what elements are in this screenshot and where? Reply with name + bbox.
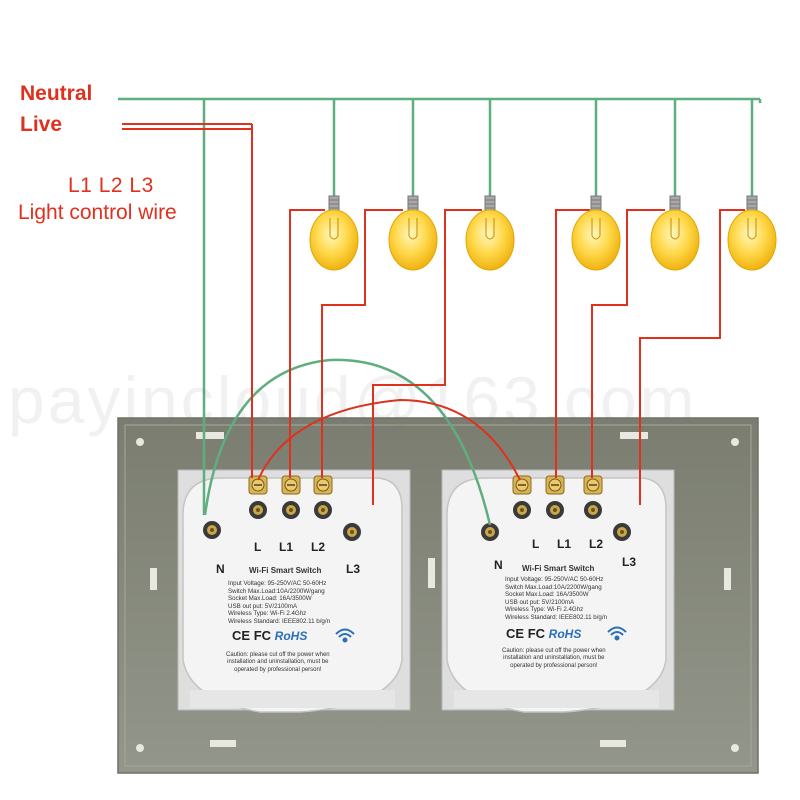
spec-list: Input Voltage: 95-250V/AC 50-60Hz Switch… xyxy=(505,576,607,622)
spec-line: Wireless Type: Wi-Fi 2.4Ghz xyxy=(505,606,584,614)
spec-list: Input Voltage: 95-250V/AC 50-60Hz Switch… xyxy=(228,580,330,626)
live-label: Live xyxy=(20,113,63,136)
terminal-l2-label: L2 xyxy=(311,540,326,554)
screw-terminal-icon xyxy=(584,501,602,519)
caution-line: operated by professional person! xyxy=(510,662,598,669)
fc-mark: FC xyxy=(253,628,272,643)
caution-text: Caution: please cut off the power when i… xyxy=(226,652,330,674)
screw-terminal-icon xyxy=(281,475,301,495)
neutral-label: Neutral xyxy=(20,82,93,105)
light-bulb-icon xyxy=(650,195,700,271)
spec-line: Switch Max.Load:10A/2200W/gang xyxy=(228,587,325,595)
module-title: Wi-Fi Smart Switch xyxy=(522,564,595,573)
module-title: Wi-Fi Smart Switch xyxy=(249,566,322,575)
caution-line: Caution: please cut off the power when xyxy=(502,648,606,654)
watermark: payincloud@163.com xyxy=(8,363,698,437)
caution-text: Caution: please cut off the power when i… xyxy=(502,648,606,670)
screw-terminal-icon xyxy=(282,501,300,519)
control-wire-label: Light control wire xyxy=(18,201,177,224)
screw-terminal-icon xyxy=(203,521,221,539)
screw-terminal-icon xyxy=(512,475,532,495)
caution-line: installation and uninstallation, must be xyxy=(503,655,605,662)
screw-terminal-icon xyxy=(313,475,333,495)
spec-line: Wireless Standard: IEEE802.11 b/g/n xyxy=(505,613,608,621)
light-bulb-icon xyxy=(465,195,515,271)
screw-terminal-icon xyxy=(546,501,564,519)
bulbs xyxy=(309,195,777,271)
light-bulb-icon xyxy=(309,195,359,271)
terminal-l-label: L xyxy=(254,540,262,554)
rohs-mark: RoHS xyxy=(274,629,308,643)
terminal-n-label: N xyxy=(494,558,503,572)
screw-terminal-icon xyxy=(545,475,565,495)
spec-line: Wireless Type: Wi-Fi 2.4Ghz xyxy=(228,610,307,618)
spec-line: Socket Max.Load: 16A/3500W xyxy=(505,591,589,599)
spec-line: Switch Max.Load:10A/2200W/gang xyxy=(505,583,602,591)
rohs-mark: RoHS xyxy=(548,627,582,641)
certifications: CE FC RoHS xyxy=(506,626,581,641)
screw-terminal-icon xyxy=(343,523,361,541)
ce-mark: CE xyxy=(232,628,251,643)
spec-line: USB out put: 5V/2100mA xyxy=(505,598,575,606)
terminal-l1-label: L1 xyxy=(279,540,294,554)
live-wires xyxy=(122,123,745,505)
wifi-icon xyxy=(607,626,627,641)
terminal-l-label: L xyxy=(532,537,540,551)
screw-terminal-icon xyxy=(513,501,531,519)
spec-line: Input Voltage: 95-250V/AC 50-60Hz xyxy=(228,580,327,587)
light-bulb-icon xyxy=(388,195,438,271)
screw-terminal-icon xyxy=(249,501,267,519)
light-bulb-icon xyxy=(727,195,777,271)
caution-line: installation and uninstallation, must be xyxy=(227,659,329,666)
terminal-l3-label: L3 xyxy=(622,555,637,569)
screw-terminal-icon xyxy=(481,523,499,541)
screw-terminal-icon xyxy=(613,523,631,541)
terminal-n-label: N xyxy=(216,562,225,576)
terminal-l3-label: L3 xyxy=(346,562,361,576)
spec-line: Socket Max.Load: 16A/3500W xyxy=(228,595,312,603)
certifications: CE FC RoHS xyxy=(232,628,307,643)
neutral-wires xyxy=(118,97,762,526)
screw-terminal-icon xyxy=(314,501,332,519)
fc-mark: FC xyxy=(527,626,546,641)
screw-terminal-icon xyxy=(583,475,603,495)
l123-label: L1 L2 L3 xyxy=(68,174,154,197)
wifi-icon xyxy=(335,628,355,643)
spec-line: Wireless Standard: IEEE802.11 b/g/n xyxy=(228,617,331,625)
caution-line: operated by professional person! xyxy=(234,666,322,673)
terminal-l1-label: L1 xyxy=(557,537,572,551)
terminal-l2-label: L2 xyxy=(589,537,604,551)
ce-mark: CE xyxy=(506,626,525,641)
light-bulb-icon xyxy=(571,195,621,271)
spec-line: USB out put: 5V/2100mA xyxy=(228,602,298,610)
caution-line: Caution: please cut off the power when xyxy=(226,652,330,658)
spec-line: Input Voltage: 95-250V/AC 50-60Hz xyxy=(505,576,604,583)
